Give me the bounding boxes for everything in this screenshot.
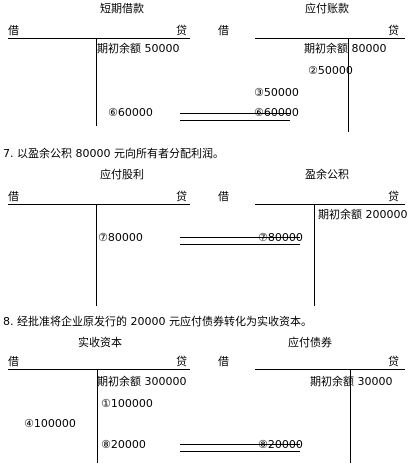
credit-label: 贷 bbox=[176, 24, 187, 37]
transaction-caption: 7. 以盈余公积 80000 元向所有者分配利润。 bbox=[3, 147, 224, 160]
debit-label: 借 bbox=[218, 24, 229, 37]
opening-balance: 期初余额 200000 bbox=[318, 208, 408, 221]
t-account-rule bbox=[255, 369, 405, 370]
ledger-entry: ③50000 bbox=[254, 86, 299, 99]
ledger-entry: ①100000 bbox=[101, 397, 153, 410]
account-title-dividends-payable: 应付股利 bbox=[100, 168, 144, 181]
credit-label: 贷 bbox=[388, 190, 399, 203]
opening-balance: 期初余额 30000 bbox=[310, 375, 393, 388]
debit-label: 借 bbox=[8, 24, 19, 37]
t-account-divider bbox=[348, 38, 349, 132]
ledger-entry: ⑥60000 bbox=[254, 106, 299, 119]
transfer-line bbox=[180, 451, 300, 452]
ledger-entry: ②50000 bbox=[308, 64, 353, 77]
debit-label: 借 bbox=[8, 355, 19, 368]
ledger-entry: ⑦80000 bbox=[258, 231, 303, 244]
t-account-rule bbox=[8, 38, 190, 39]
t-account-rule bbox=[255, 204, 405, 205]
transfer-line bbox=[180, 113, 290, 114]
transfer-line bbox=[180, 120, 290, 121]
account-title-bonds-payable: 应付债券 bbox=[288, 336, 332, 349]
t-account-divider bbox=[96, 204, 97, 306]
t-account-divider bbox=[314, 204, 315, 306]
ledger-entry: ⑧20000 bbox=[258, 438, 303, 451]
account-title-short-term-loans: 短期借款 bbox=[100, 2, 144, 15]
t-account-rule bbox=[8, 204, 190, 205]
ledger-entry: ④100000 bbox=[24, 417, 76, 430]
ledger-entry: ⑧20000 bbox=[101, 438, 146, 451]
credit-label: 贷 bbox=[176, 190, 187, 203]
t-account-divider bbox=[97, 369, 98, 463]
debit-label: 借 bbox=[8, 190, 19, 203]
opening-balance: 期初余额 80000 bbox=[304, 42, 387, 55]
transfer-line bbox=[180, 237, 300, 238]
account-title-surplus-reserve: 盈余公积 bbox=[305, 168, 349, 181]
t-account-rule bbox=[255, 38, 405, 39]
opening-balance: 期初余额 300000 bbox=[97, 375, 187, 388]
transfer-line bbox=[180, 244, 300, 245]
transfer-line bbox=[180, 444, 300, 445]
t-account-rule bbox=[8, 369, 190, 370]
credit-label: 贷 bbox=[176, 355, 187, 368]
account-title-accounts-payable: 应付账款 bbox=[305, 2, 349, 15]
transaction-caption: 8. 经批准将企业原发行的 20000 元应付债券转化为实收资本。 bbox=[3, 315, 312, 328]
debit-label: 借 bbox=[218, 190, 229, 203]
debit-label: 借 bbox=[218, 355, 229, 368]
credit-label: 贷 bbox=[388, 24, 399, 37]
ledger-entry: ⑥60000 bbox=[108, 106, 153, 119]
opening-balance: 期初余额 50000 bbox=[97, 42, 180, 55]
ledger-entry: ⑦80000 bbox=[98, 231, 143, 244]
t-account-divider bbox=[96, 38, 97, 126]
credit-label: 贷 bbox=[388, 355, 399, 368]
t-account-divider bbox=[350, 369, 351, 463]
account-title-paid-in-capital: 实收资本 bbox=[78, 336, 122, 349]
